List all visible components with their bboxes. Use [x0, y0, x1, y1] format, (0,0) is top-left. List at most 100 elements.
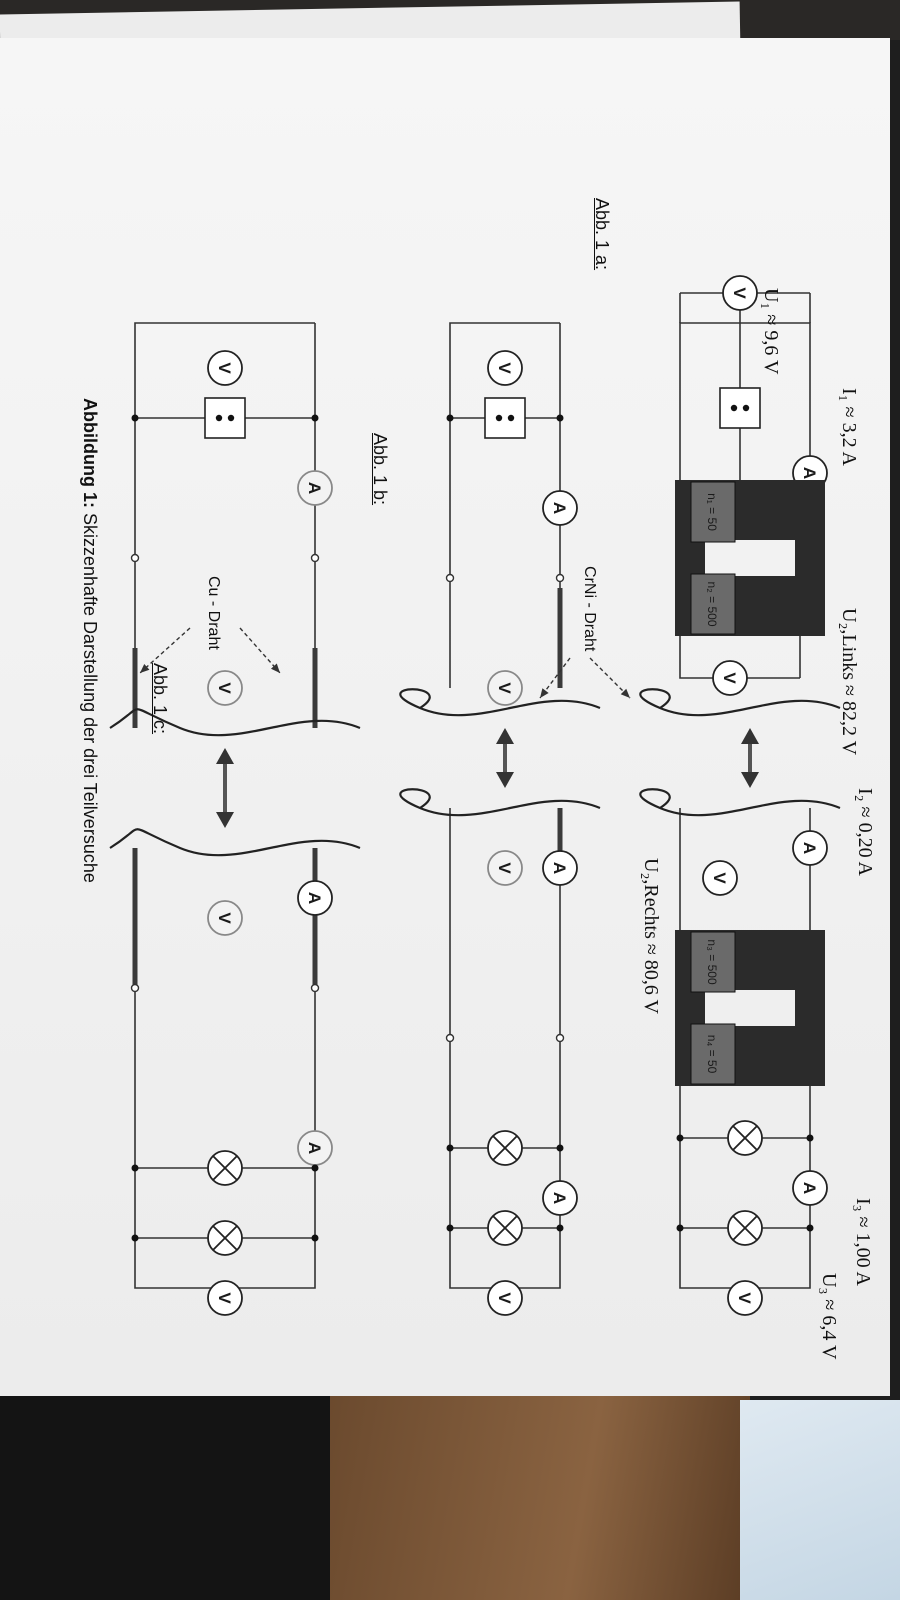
arrow-head	[216, 812, 234, 828]
junction-dot	[131, 1234, 139, 1242]
ammeter-label: A	[305, 892, 324, 904]
voltmeter-icon	[487, 670, 523, 706]
voltmeter-label: V	[215, 912, 234, 924]
terminal	[555, 1033, 565, 1043]
break-line	[109, 828, 361, 857]
label-cu-wire: Cu - Draht	[205, 576, 222, 650]
terminal	[555, 573, 565, 583]
wire	[134, 322, 315, 558]
junction-dot	[311, 414, 319, 422]
pointer-arrow	[139, 627, 191, 674]
power-supply-socket	[227, 414, 235, 422]
arrow-head	[496, 772, 514, 788]
voltmeter-label: V	[215, 362, 234, 374]
terminal	[310, 983, 320, 993]
voltmeter-icon	[712, 660, 748, 696]
caption-text: Skizzenhafte Darstellung der drei Teilve…	[80, 507, 100, 883]
figure-caption: Abbildung 1: Skizzenhafte Darstellung de…	[79, 398, 100, 883]
ammeter-label: A	[800, 467, 819, 479]
power-supply-socket	[730, 404, 738, 412]
label-crni-wire: CrNi - Draht	[581, 566, 598, 652]
coil-secondary	[690, 573, 736, 635]
voltmeter-icon	[487, 1280, 523, 1316]
break-line	[639, 688, 841, 717]
junction-dot	[446, 1144, 454, 1152]
terminal	[130, 983, 140, 993]
label-u1: U₁ ≈ 9,6 V	[760, 288, 782, 375]
label-i1: I₁ ≈ 3,2 A	[838, 388, 860, 466]
label-abb-1b: Abb. 1 b:	[370, 433, 390, 506]
voltmeter-label: V	[215, 1292, 234, 1304]
junction-dot	[131, 414, 139, 422]
coil-label: n₃ = 500	[705, 939, 719, 985]
power-supply-socket	[742, 404, 750, 412]
voltmeter-label: V	[730, 287, 749, 299]
pointer-head	[540, 688, 549, 698]
voltmeter-label: V	[720, 672, 739, 684]
lamp-cross	[212, 1225, 238, 1251]
junction-dot	[676, 1134, 684, 1142]
voltmeter-icon	[722, 275, 758, 311]
junction-dot	[556, 1144, 564, 1152]
ammeter-label: A	[550, 1192, 569, 1204]
ammeter-icon	[542, 490, 578, 526]
voltmeter-icon	[487, 850, 523, 886]
caption-bold: Abbildung 1:	[80, 398, 100, 508]
circuit-wires	[134, 292, 811, 1289]
voltmeter-label: V	[495, 862, 514, 874]
pointer-arrow	[589, 657, 631, 699]
break-line	[639, 788, 841, 817]
wooden-table	[330, 1390, 750, 1600]
voltmeter-icon	[207, 900, 243, 936]
voltmeter-label: V	[215, 682, 234, 694]
label-i2: I₂ ≈ 0,20 A	[854, 788, 876, 876]
ammeter-icon	[542, 850, 578, 886]
junction-dot	[676, 1224, 684, 1232]
label-u2-rechts: U₂,Rechts ≈ 80,6 V	[640, 858, 662, 1014]
power-supply-icon	[719, 387, 761, 429]
junction-dot	[311, 1164, 319, 1172]
junction-dot	[131, 1164, 139, 1172]
power-supply-icon	[204, 397, 246, 439]
coil-label: n₁ = 50	[705, 493, 719, 531]
voltmeter-label: V	[495, 362, 514, 374]
break-line	[109, 708, 361, 737]
transformer-core	[795, 480, 825, 636]
coil-primary	[690, 481, 736, 543]
terminal	[130, 553, 140, 563]
wire	[449, 322, 560, 578]
transformer-core	[795, 930, 825, 1086]
lamp-cross	[212, 1155, 238, 1181]
background-dark-object	[0, 1395, 340, 1600]
lamp-cross	[492, 1135, 518, 1161]
voltmeter-icon	[702, 860, 738, 896]
label-i3: I₃ ≈ 1,00 A	[852, 1198, 874, 1286]
power-supply-socket	[215, 414, 223, 422]
ammeter-icon	[792, 1170, 828, 1206]
lamp-cross	[732, 1125, 758, 1151]
pointer-arrow	[539, 657, 571, 699]
label-u3: U₃ ≈ 6,4 V	[818, 1273, 840, 1360]
junction-dot	[806, 1224, 814, 1232]
junction-dot	[806, 1134, 814, 1142]
junction-dot	[556, 414, 564, 422]
coil-label: n₄ = 50	[705, 1035, 719, 1074]
voltmeter-icon	[207, 1280, 243, 1316]
voltmeter-icon	[727, 1280, 763, 1316]
voltmeter-label: V	[495, 1292, 514, 1304]
ammeter-label: A	[800, 842, 819, 854]
pointer-head	[270, 663, 280, 673]
arrow-head	[216, 748, 234, 764]
arrow-head	[496, 728, 514, 744]
junction-dot	[446, 1224, 454, 1232]
coil-secondary	[690, 1023, 736, 1085]
lamp-cross	[492, 1215, 518, 1241]
terminal	[310, 553, 320, 563]
voltmeter-label: V	[735, 1292, 754, 1304]
pointer-head	[620, 688, 630, 698]
arrow-head	[741, 772, 759, 788]
junction-dot	[446, 414, 454, 422]
